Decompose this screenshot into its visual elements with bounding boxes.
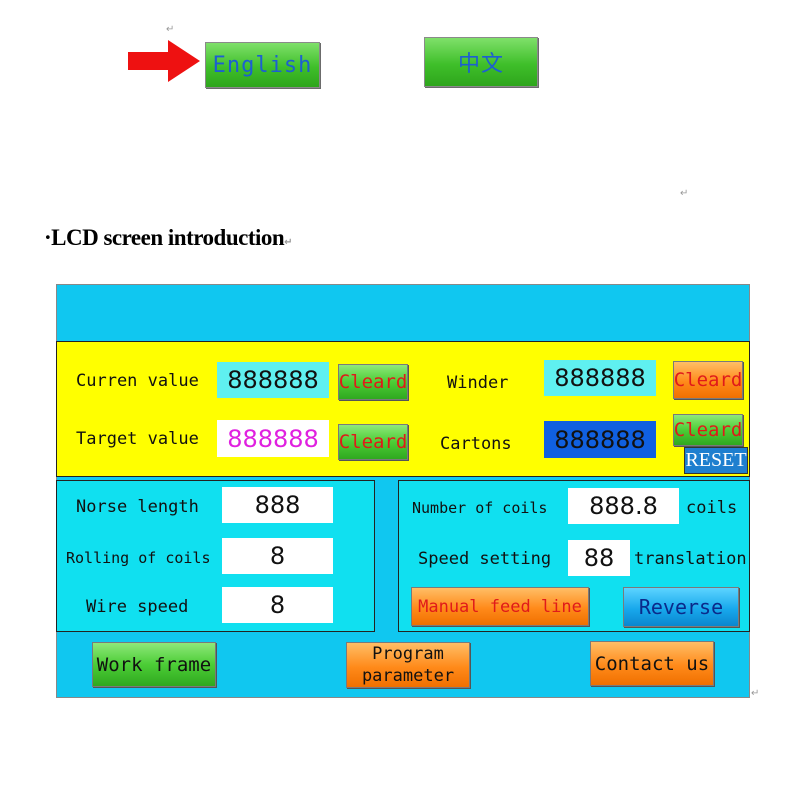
clear-winder-button[interactable]: Cleard [673,361,743,399]
program-label-line2: parameter [361,666,455,686]
speed-setting-field[interactable]: 88 [568,540,630,576]
clear-current-button[interactable]: Cleard [338,364,408,400]
clear-cartons-button[interactable]: Cleard [673,414,743,446]
winder-label: Winder [447,373,509,393]
paragraph-mark: ↵ [284,237,293,248]
norse-length-label: Norse length [76,497,199,517]
coils-unit: coils [686,498,738,518]
target-value-label: Target value [76,429,199,449]
paragraph-mark: ↵ [680,188,689,199]
heading-bullet: · [44,225,52,250]
arrow-right-icon [128,40,200,82]
translation-unit: translation [634,549,747,569]
wire-speed-label: Wire speed [86,597,189,617]
wire-speed-field[interactable]: 8 [222,587,333,623]
speed-setting-label: Speed setting [418,549,552,569]
winder-field: 888888 [544,360,656,396]
current-value-label: Curren value [76,371,199,391]
chinese-button[interactable]: 中文 [424,37,538,87]
reverse-button[interactable]: Reverse [623,587,739,627]
section-heading: ·LCD screen introduction↵ [44,225,293,251]
rolling-of-coils-label: Rolling of coils [66,549,211,567]
english-button[interactable]: English [205,42,320,88]
program-parameter-button[interactable]: Program parameter [346,642,470,688]
heading-text: LCD screen introduction [51,225,285,250]
paragraph-mark: ↵ [751,688,760,699]
number-of-coils-field[interactable]: 888.8 [568,488,679,524]
number-of-coils-label: Number of coils [412,499,548,517]
target-value-field[interactable]: 888888 [217,420,329,457]
paragraph-mark: ↵ [166,24,175,35]
current-value-field: 888888 [217,362,329,398]
cartons-label: Cartons [440,434,512,454]
manual-feed-line-button[interactable]: Manual feed line [411,587,589,626]
norse-length-field[interactable]: 888 [222,487,333,523]
clear-target-button[interactable]: Cleard [338,424,408,460]
reset-button[interactable]: RESET [684,447,748,474]
work-frame-button[interactable]: Work frame [92,642,216,687]
contact-us-button[interactable]: Contact us [590,641,714,686]
program-label-line1: Program [372,644,444,664]
rolling-of-coils-field[interactable]: 8 [222,538,333,574]
cartons-field: 888888 [544,421,656,458]
